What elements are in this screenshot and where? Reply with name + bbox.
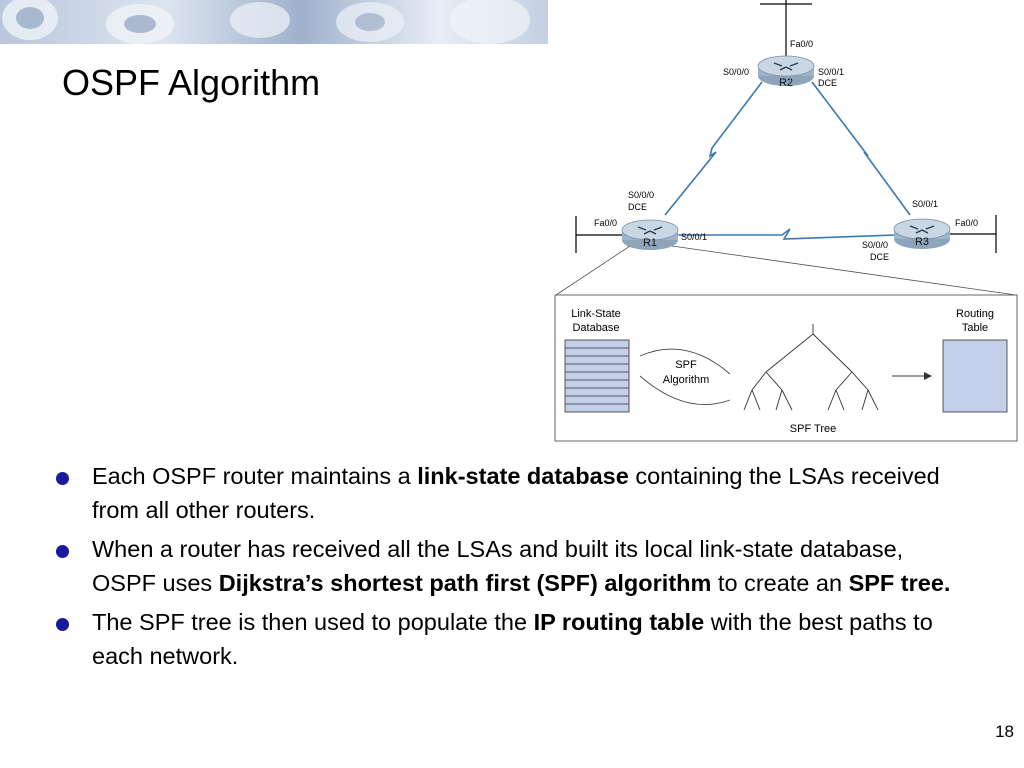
bullet-text: with the best paths to each network. [92,609,933,669]
bullet-dot-icon [56,545,69,558]
callout-line-left [555,245,631,296]
r1-dce-label: DCE [628,202,647,212]
ospf-topology-diagram: R2 R1 R3 Fa0/0 S0/0/0 S0/0/1 DCE S0/0/0 … [554,0,1018,442]
lsdb-table-icon [564,339,630,413]
r1-fa-label: Fa0/0 [594,218,617,228]
bullet-text: Each OSPF router maintains a [92,463,418,489]
spf-tree-label: SPF Tree [790,423,836,435]
spf-arc-top [639,348,731,375]
spf-label-line2: Algorithm [663,374,709,386]
r1-s001-label: S0/0/1 [681,232,707,242]
r1-s000-label: S0/0/0 [628,190,654,200]
header-banner-image [0,0,548,44]
bullet-dot-icon [56,472,69,485]
routing-table-label-line1: Routing [956,308,994,320]
router-r2-label: R2 [779,77,793,89]
router-r2: R2 [757,55,815,89]
r3-fa-label: Fa0/0 [955,218,978,228]
r2-s001-label: S0/0/1 [818,67,844,77]
arrow-right-icon [924,372,932,380]
bullet-item: When a router has received all the LSAs … [56,533,956,600]
routing-table-icon [942,339,1008,413]
bullet-item: Each OSPF router maintains a link-state … [56,460,956,527]
r3-s001-label: S0/0/1 [912,199,938,209]
bullet-emphasis: link-state database [417,463,629,489]
r3-s000-label: S0/0/0 [862,240,888,250]
spf-arc-bottom [639,375,731,406]
router-r1-label: R1 [643,237,657,249]
router-r1: R1 [621,219,679,250]
serial-link-r1-r2 [664,81,763,216]
spf-process-box [554,294,1018,442]
bullet-list: Each OSPF router maintains a link-state … [56,460,956,679]
bullet-text: to create an [711,569,849,596]
bullet-text: The SPF tree is then used to populate th… [92,609,534,635]
routing-table-label-line2: Table [962,322,988,334]
bullet-item: The SPF tree is then used to populate th… [56,606,956,673]
slide-title: OSPF Algorithm [62,62,321,103]
r3-dce-label: DCE [870,252,889,262]
bullet-emphasis: SPF tree. [848,569,951,596]
r2-dce-label: DCE [818,78,837,88]
page-number: 18 [995,722,1014,741]
spf-label-line1: SPF [675,359,697,371]
bullet-emphasis: IP routing table [533,609,705,635]
lsdb-label-line2: Database [572,322,619,334]
r2-s000-label: S0/0/0 [723,67,749,77]
callout-line-right [671,245,1017,296]
r2-fa-label: Fa0/0 [790,39,813,49]
router-r3: R3 [893,218,951,249]
bullet-text: When a router has received all the LSAs … [92,536,904,596]
banner-decoration [2,0,530,44]
bullet-text: containing the LSAs received from all ot… [92,463,940,523]
serial-link-r1-r3 [678,228,896,240]
router-r3-label: R3 [915,236,929,248]
lsdb-label-line1: Link-State [571,308,621,320]
bullet-emphasis: Dijkstra’s shortest path first (SPF) alg… [218,569,712,596]
serial-link-r2-r3 [811,81,911,216]
bullet-dot-icon [56,618,69,631]
spf-tree-icon [743,324,879,411]
